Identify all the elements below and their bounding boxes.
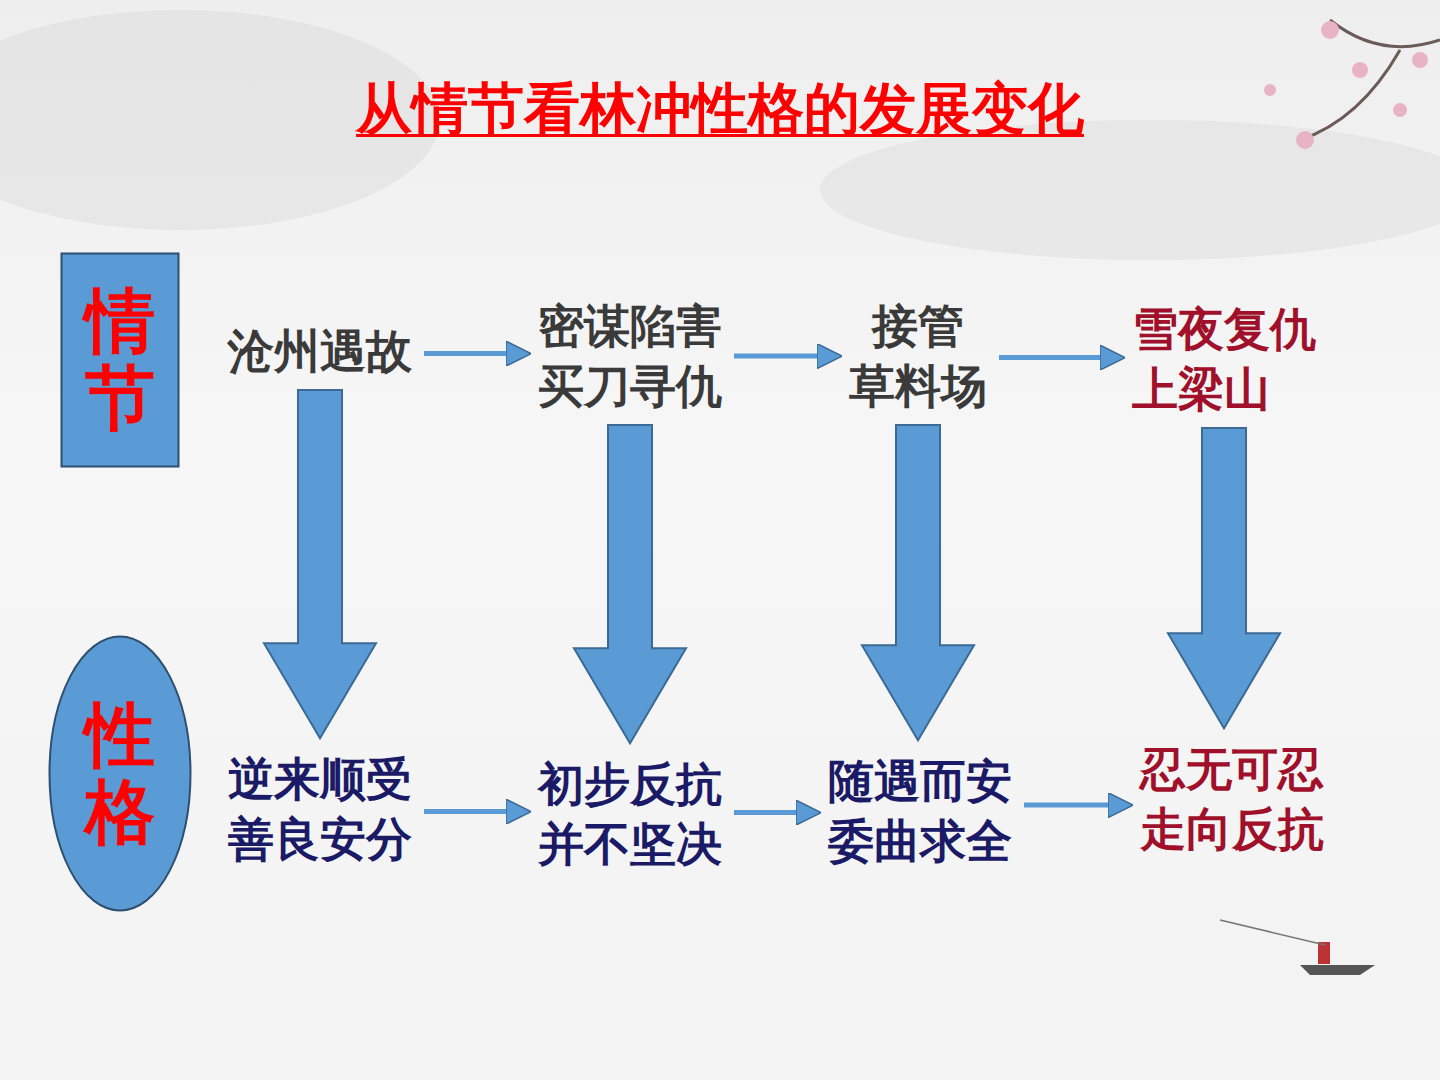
block-arrow bbox=[574, 425, 686, 743]
block-arrow bbox=[264, 390, 376, 738]
label-ellipse: 性格 bbox=[48, 635, 192, 912]
fishing-rod bbox=[1220, 920, 1325, 945]
flow-arrow bbox=[424, 809, 526, 814]
node-text: 随遇而安 委曲求全 bbox=[800, 752, 1040, 872]
node-text: 沧州遇故 bbox=[200, 322, 440, 382]
flow-arrow bbox=[734, 810, 816, 815]
vertical-label: 情节 bbox=[85, 283, 155, 437]
node-text: 忍无可忍 走向反抗 bbox=[1112, 740, 1352, 860]
node-text: 密谋陷害 买刀寻仇 bbox=[510, 297, 750, 417]
vertical-label: 性格 bbox=[85, 697, 155, 851]
node-text: 雪夜复仇 上梁山 bbox=[1132, 300, 1372, 420]
trait-item: 逆来顺受 善良安分 bbox=[200, 750, 440, 870]
flow-arrow bbox=[424, 351, 526, 356]
title: 从情节看林冲性格的发展变化 bbox=[356, 76, 1084, 141]
boat bbox=[1300, 965, 1375, 975]
node-text: 逆来顺受 善良安分 bbox=[200, 750, 440, 870]
block-arrow bbox=[1168, 428, 1280, 728]
plot-item: 沧州遇故 bbox=[200, 322, 440, 382]
flow-arrow bbox=[734, 354, 837, 359]
plot-item: 雪夜复仇 上梁山 bbox=[1132, 300, 1372, 420]
plot-item: 接管 草料场 bbox=[803, 297, 1033, 417]
flow-arrow bbox=[1024, 803, 1128, 808]
branch bbox=[1300, 20, 1440, 140]
label-box: 情节 bbox=[60, 252, 180, 468]
node-text: 初步反抗 并不坚决 bbox=[510, 755, 750, 875]
plot-item: 密谋陷害 买刀寻仇 bbox=[510, 297, 750, 417]
trait-item: 初步反抗 并不坚决 bbox=[510, 755, 750, 875]
mist bbox=[820, 120, 1440, 260]
flow-arrow bbox=[999, 355, 1120, 360]
trait-item: 随遇而安 委曲求全 bbox=[800, 752, 1040, 872]
block-arrow bbox=[862, 425, 974, 740]
blossoms bbox=[1264, 21, 1428, 149]
title-wrap: 从情节看林冲性格的发展变化 bbox=[0, 72, 1440, 148]
trait-item: 忍无可忍 走向反抗 bbox=[1112, 740, 1352, 860]
node-text: 接管 草料场 bbox=[803, 297, 1033, 417]
